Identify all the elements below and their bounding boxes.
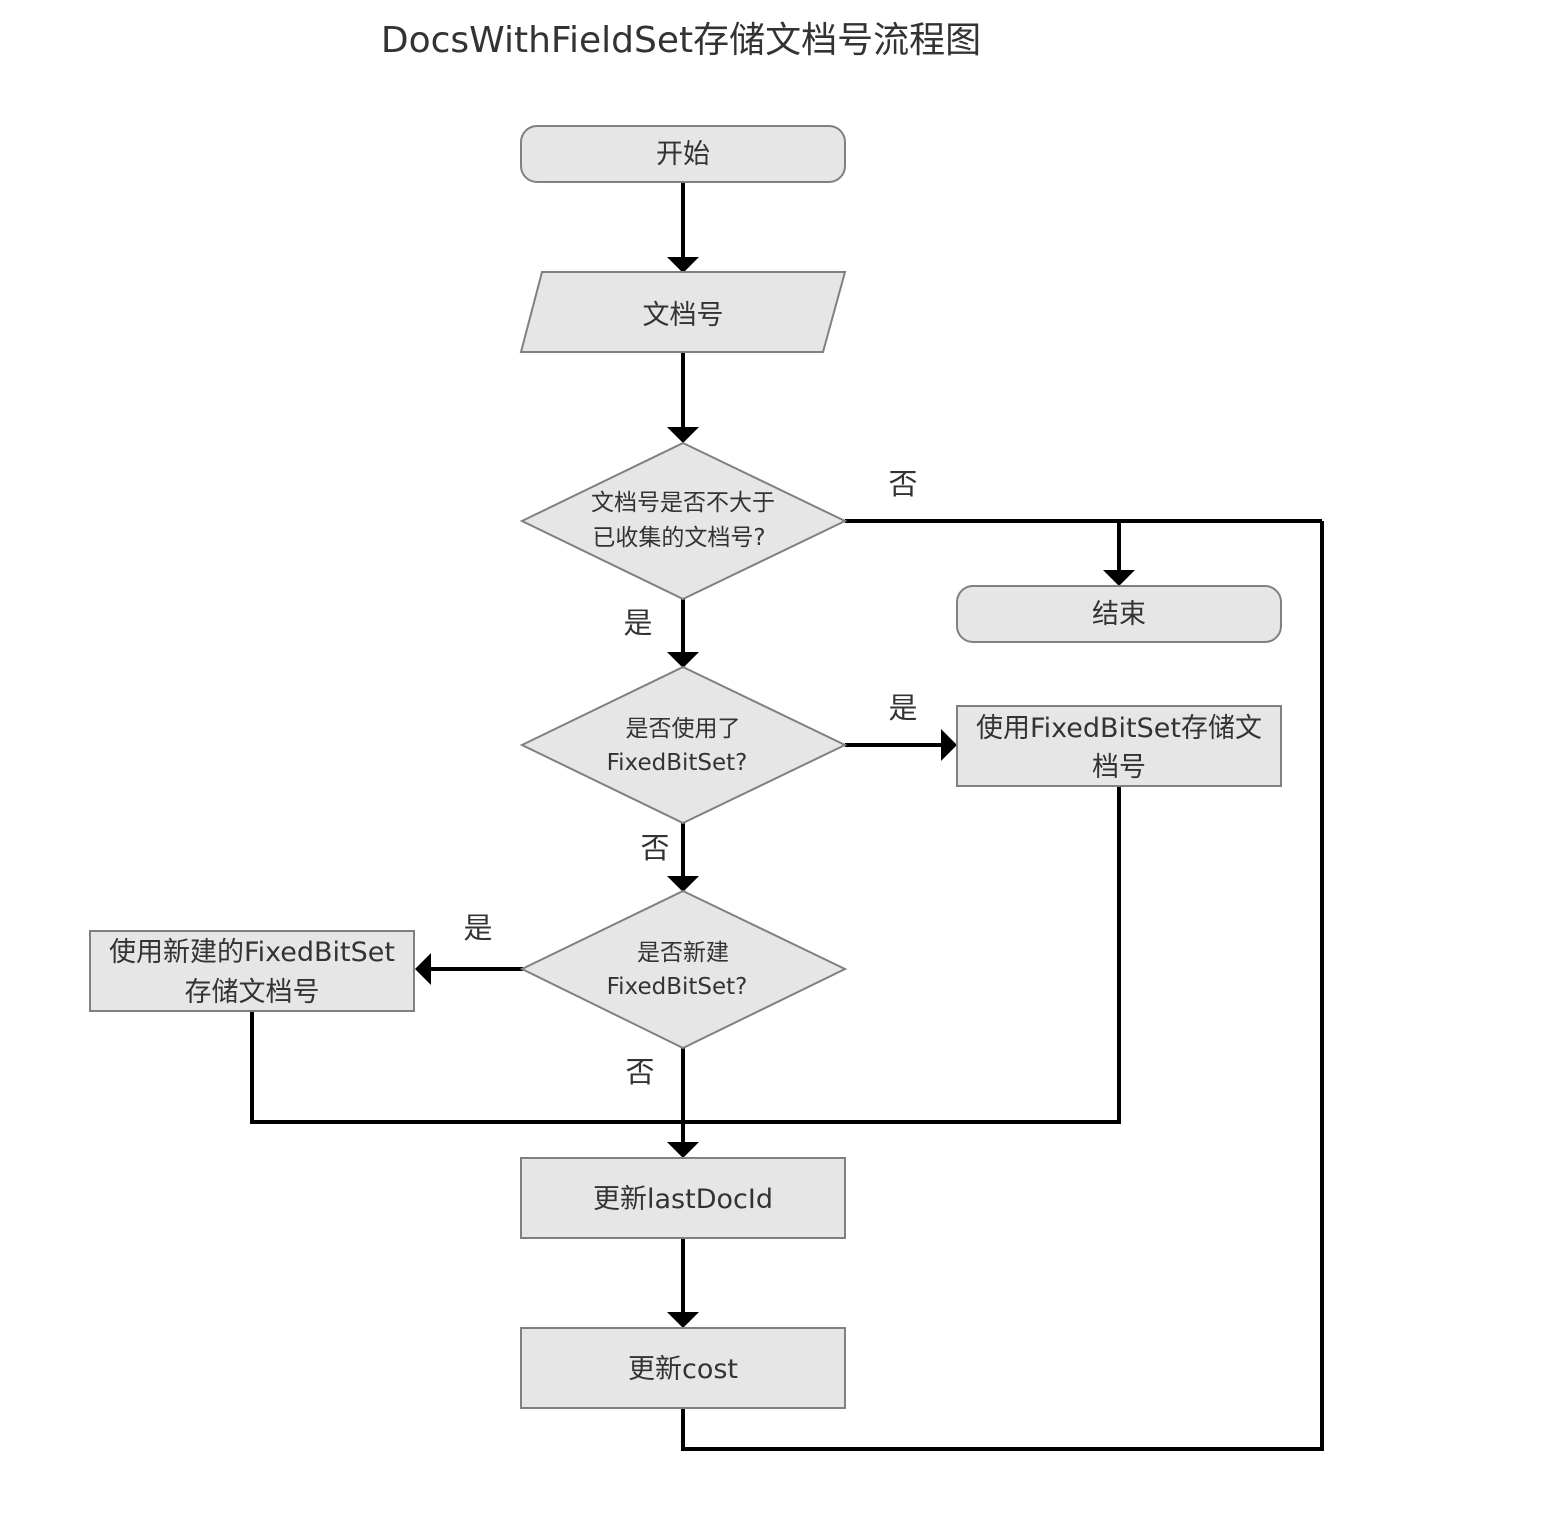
decision-not-greater-line1: 文档号是否不大于 [591,490,775,516]
edge-label-decision1-no: 否 [888,467,917,501]
arrowhead-docid [667,257,699,273]
diagram-title: DocsWithFieldSet存储文档号流程图 [381,20,981,61]
start-node: 开始 [520,125,846,183]
arrowhead-store-fixedbitset [941,729,957,761]
decision-not-greater-node: 文档号是否不大于 已收集的文档号? [519,441,848,601]
arrowhead-update-cost [667,1312,699,1328]
edge-store-fixedbitset-to-merge [683,786,1121,1124]
decision-create-fixedbitset-node: 是否新建 FixedBitSet? [519,889,848,1050]
store-with-new-fixedbitset-node: 使用新建的FixedBitSet 存储文档号 [89,930,415,1012]
arrowhead-update-lastdocid [667,1142,699,1158]
store-with-fixedbitset-node: 使用FixedBitSet存储文 档号 [956,705,1282,787]
arrowhead-store-new-fixedbitset [415,953,431,985]
edge-label-decision3-no: 否 [625,1055,654,1089]
edge-label-decision1-yes: 是 [623,606,652,640]
edge-label-decision2-no: 否 [640,831,669,865]
start-label: 开始 [656,139,710,170]
end-label: 结束 [1092,599,1146,630]
store-with-new-fixedbitset-line1: 使用新建的FixedBitSet [109,937,395,968]
update-lastdocid-node: 更新lastDocId [520,1157,846,1239]
store-with-fixedbitset-line1: 使用FixedBitSet存储文 [976,713,1262,744]
update-lastdocid-label: 更新lastDocId [593,1184,773,1215]
decision-uses-fixedbitset-node: 是否使用了 FixedBitSet? [519,665,848,825]
edge-label-decision3-yes: 是 [463,911,492,945]
update-cost-label: 更新cost [628,1354,738,1385]
update-cost-node: 更新cost [520,1327,846,1409]
decision-create-fixedbitset-line1: 是否新建 [637,940,729,966]
decision-uses-fixedbitset-line1: 是否使用了 [626,716,741,742]
decision-create-fixedbitset-line2: FixedBitSet? [607,974,748,1000]
edge-store-new-fixedbitset-to-merge [250,1011,683,1124]
doc-id-input-label: 文档号 [643,300,724,331]
doc-id-input-node: 文档号 [519,271,847,353]
arrowhead-decision2 [667,652,699,668]
edge-label-decision2-yes: 是 [888,691,917,725]
decision-uses-fixedbitset-line2: FixedBitSet? [607,750,748,776]
store-with-fixedbitset-line2: 档号 [1092,752,1146,783]
store-with-new-fixedbitset-line2: 存储文档号 [185,977,320,1008]
arrowhead-decision1 [667,427,699,443]
end-node: 结束 [956,585,1282,643]
arrowhead-decision3 [667,876,699,892]
arrowhead-end [1103,570,1135,586]
decision-not-greater-line2: 已收集的文档号? [592,525,765,551]
edge-loop-back [681,521,1324,1451]
